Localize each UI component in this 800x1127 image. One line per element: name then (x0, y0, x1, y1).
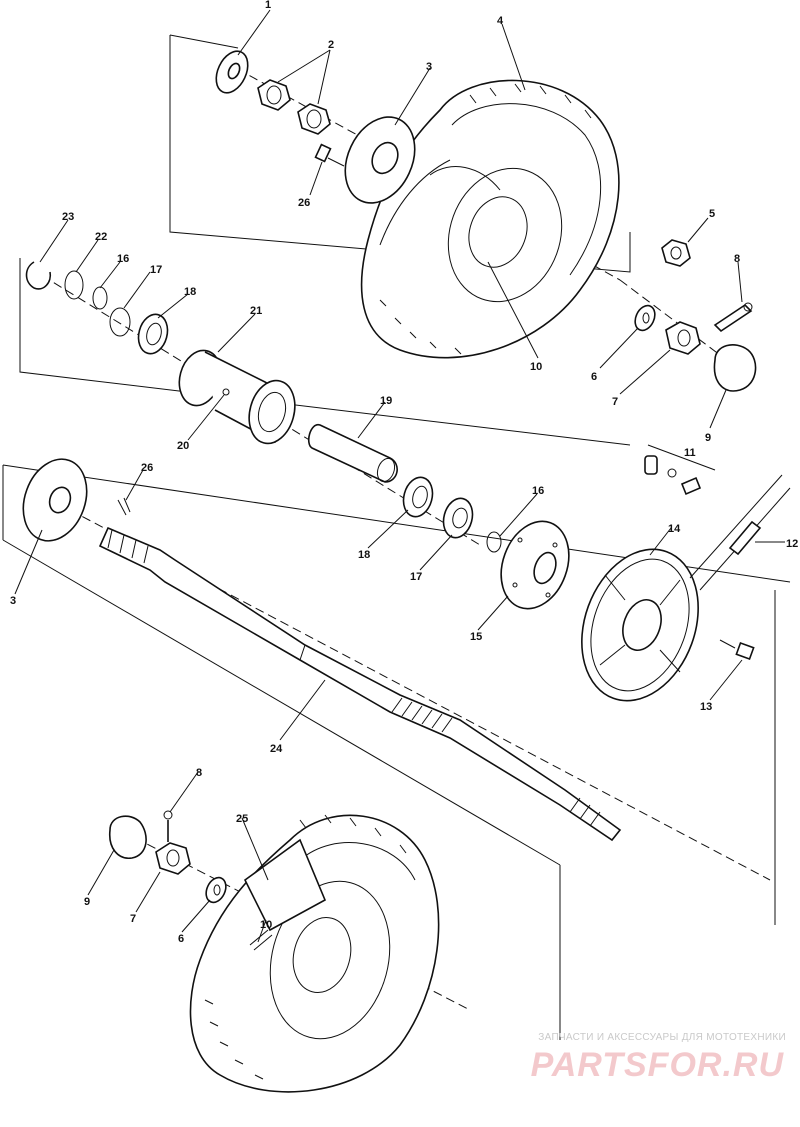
callout-8-bottom: 8 (196, 767, 202, 779)
lower-hardware (108, 810, 273, 951)
watermark-logo: PARTSFOR.RU (530, 1046, 784, 1084)
callout-9-bottom: 9 (84, 896, 90, 908)
callout-26-top: 26 (298, 197, 310, 209)
master-link-11 (644, 444, 716, 496)
upper-wheel-tire (360, 79, 620, 359)
watermark-caption: ЗАПЧАСТИ И АКСЕССУАРЫ ДЛЯ МОТОТЕХНИКИ (538, 1032, 786, 1043)
axle-24 (98, 526, 622, 842)
callout-19: 19 (380, 395, 392, 407)
bearing-18-lower (402, 476, 434, 518)
sprocket-14 (581, 548, 699, 702)
circlip-23 (25, 261, 52, 290)
seal-22 (64, 270, 84, 300)
callout-labels: 1 2 3 4 26 5 8 10 6 7 9 23 22 16 17 18 2… (10, 0, 798, 945)
callout-16-bottom: 16 (532, 485, 544, 497)
callout-11: 11 (684, 447, 696, 459)
ring-16-upper (92, 286, 108, 310)
chain-12 (689, 474, 791, 591)
callout-12: 12 (786, 538, 798, 550)
callout-6-bottom: 6 (178, 933, 184, 945)
callout-17-bottom: 17 (410, 571, 422, 583)
callout-26-middle: 26 (141, 462, 153, 474)
callout-14: 14 (668, 523, 681, 535)
callout-18-bottom: 18 (358, 549, 370, 561)
sprocket-hub-15 (500, 520, 570, 610)
callout-23: 23 (62, 211, 74, 223)
callout-10-bottom: 10 (260, 919, 272, 931)
callout-7-bottom: 7 (130, 913, 136, 925)
bearing-18-upper (137, 313, 169, 355)
lower-wheel-tire (189, 814, 440, 1093)
callout-5: 5 (709, 208, 715, 220)
hub-plate-3-left (22, 458, 88, 542)
callout-1: 1 (265, 0, 271, 11)
callout-7-top: 7 (612, 396, 618, 408)
seal-17-lower (442, 497, 474, 539)
castle-nuts-2 (257, 79, 331, 135)
bolt-13 (719, 639, 755, 661)
callout-2: 2 (328, 39, 334, 51)
callout-15: 15 (470, 631, 482, 643)
callout-18-top: 18 (184, 286, 196, 298)
callout-25: 25 (236, 813, 248, 825)
callout-9-top: 9 (705, 432, 711, 444)
callout-24: 24 (270, 743, 283, 755)
spacer-tube-19 (308, 424, 398, 483)
callout-3-left: 3 (10, 595, 16, 607)
bearing-housing-21 (178, 349, 296, 445)
callout-17-top: 17 (150, 264, 162, 276)
washer-1 (215, 50, 249, 94)
callout-8-top: 8 (734, 253, 740, 265)
callout-21: 21 (250, 305, 262, 317)
bolt-26-middle (117, 497, 131, 516)
spacer-17-upper (109, 307, 131, 337)
callout-20: 20 (177, 440, 189, 452)
right-hardware (634, 239, 757, 392)
callout-4: 4 (497, 15, 504, 27)
upper-hub-plate (344, 116, 416, 204)
callout-10-top: 10 (530, 361, 542, 373)
leader-lines (14, 9, 785, 943)
callout-22: 22 (95, 231, 107, 243)
callout-16-top: 16 (117, 253, 129, 265)
ring-16-lower (486, 531, 502, 553)
callout-6-top: 6 (591, 371, 597, 383)
callout-3-top: 3 (426, 61, 432, 73)
bolt-26-top (314, 143, 345, 167)
callout-13: 13 (700, 701, 712, 713)
